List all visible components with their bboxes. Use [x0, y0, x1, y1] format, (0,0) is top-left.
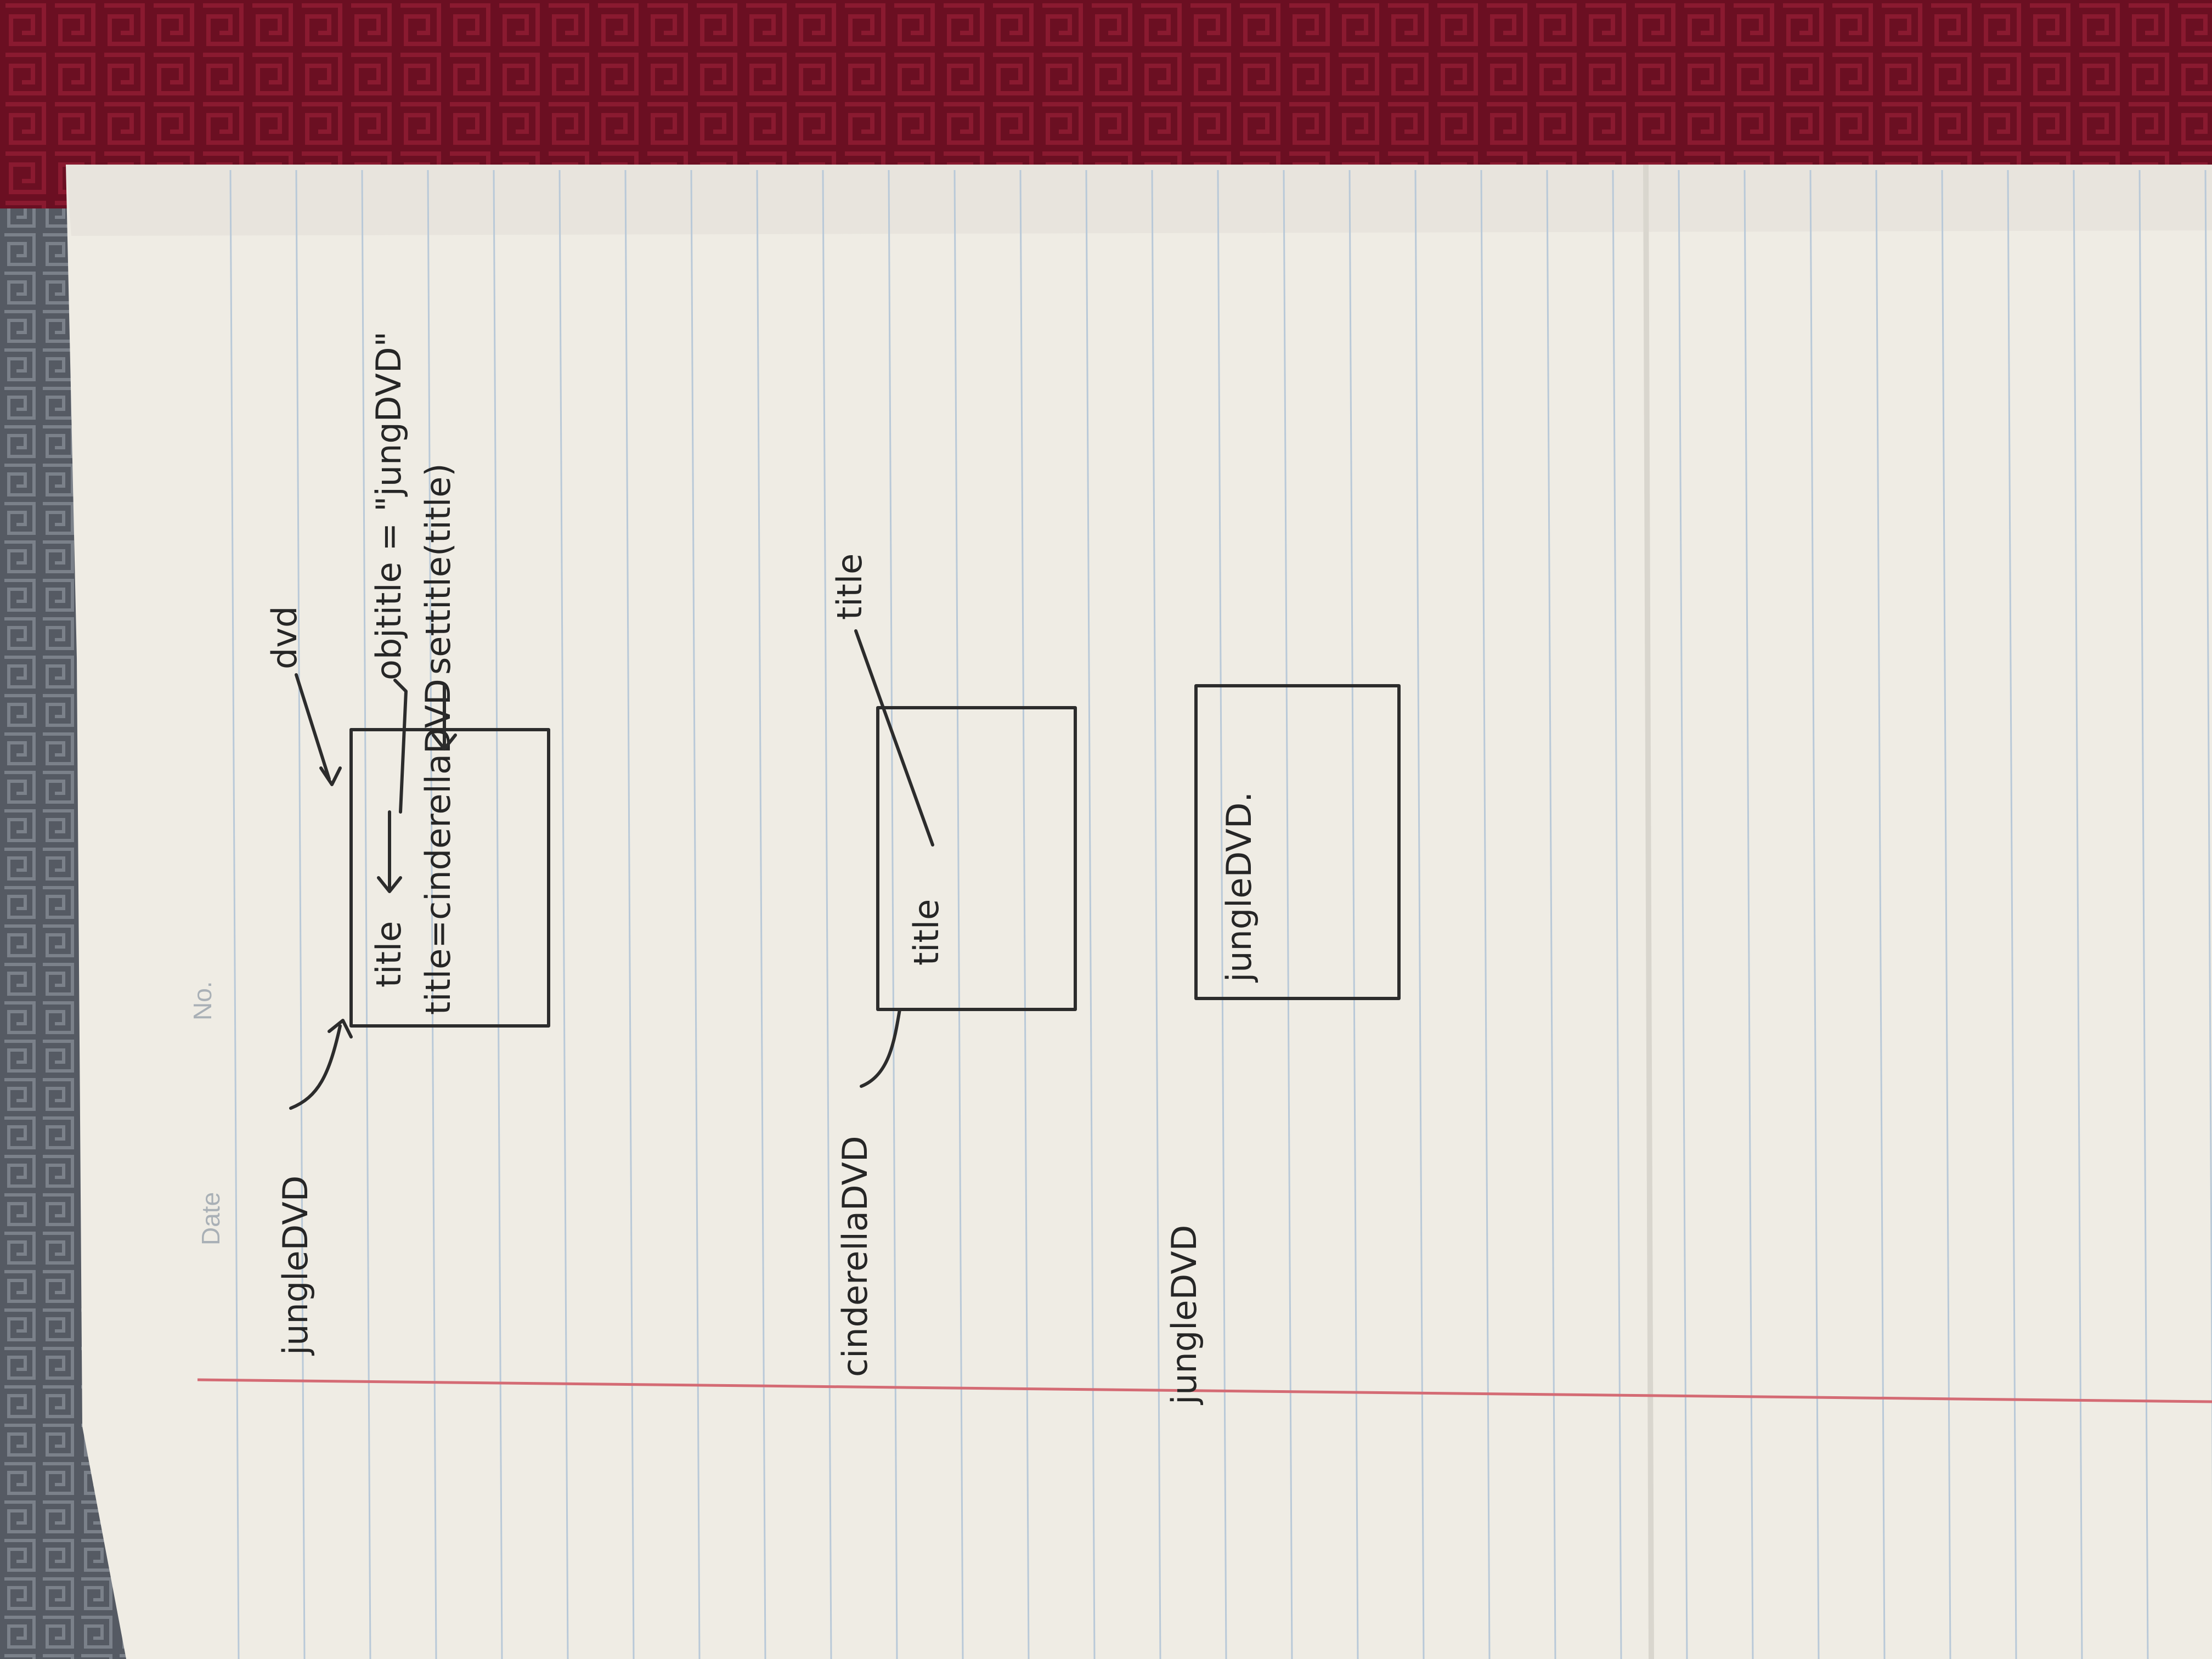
ruled-line	[1678, 170, 1688, 1659]
ruled-lines	[229, 170, 2212, 1659]
no-label: No.	[188, 981, 217, 1020]
ruled-line	[1348, 170, 1359, 1659]
ruled-line	[1085, 170, 1096, 1659]
diagram-2: cinderellaDVD title title	[830, 554, 1077, 1377]
pointer-arrow	[289, 1019, 353, 1110]
ruled-line	[756, 170, 766, 1659]
pointer-arrow	[860, 1008, 901, 1088]
ruled-line	[229, 170, 240, 1659]
ruled-line	[1612, 170, 1622, 1659]
field-value: title=cinderellaDVD	[418, 679, 458, 1015]
setter-arrow	[432, 684, 457, 751]
ruled-line	[1283, 170, 1293, 1659]
field-label: title	[906, 899, 946, 966]
date-label: Date	[196, 1192, 225, 1245]
ruled-line	[493, 170, 503, 1659]
ruled-line	[2073, 170, 2083, 1659]
ruled-line	[1743, 170, 1754, 1659]
notebook-page	[66, 164, 2212, 1659]
ruled-line	[2204, 170, 2212, 1510]
field-arrow	[377, 810, 402, 893]
ruled-line	[1546, 170, 1556, 1659]
diagram-3: jungleDVD jungleDVD.	[1164, 684, 1401, 1406]
ruled-line	[1875, 170, 1886, 1659]
object-box	[876, 706, 1077, 1011]
variable-label: cinderellaDVD	[835, 1136, 875, 1377]
method-line-2: settitle(title)	[418, 463, 458, 675]
object-box	[1194, 684, 1401, 1000]
ruled-line	[2007, 170, 2017, 1659]
ruled-line	[888, 170, 898, 1659]
ruled-line	[1941, 170, 1951, 1659]
variable-label: jungleDVD	[1164, 1225, 1204, 1406]
ruled-line	[953, 170, 964, 1659]
pointer-label: title	[830, 554, 870, 620]
ruled-line	[1019, 170, 1030, 1659]
ruled-line	[361, 170, 371, 1659]
ruled-line	[1151, 170, 1161, 1659]
ruled-line	[624, 170, 635, 1659]
ruled-line	[1217, 170, 1227, 1659]
method-connector	[393, 679, 408, 814]
margin-line	[197, 1378, 2212, 1403]
ruled-line	[1414, 170, 1425, 1659]
field-label: title	[369, 921, 409, 988]
ruled-line	[558, 170, 569, 1659]
ruled-line	[1809, 170, 1820, 1659]
ruled-line	[295, 170, 306, 1659]
ruled-line	[2138, 170, 2149, 1659]
method-line-1: objtitle = "jungDVD"	[369, 331, 409, 680]
ruled-line	[822, 170, 832, 1659]
variable-label: jungleDVD	[275, 1176, 315, 1356]
object-pointer-arrow	[295, 673, 342, 786]
diagram-1: jungleDVD dvd title title=cinderellaDVD …	[264, 331, 550, 1356]
object-label: dvd	[264, 606, 304, 669]
ruled-line	[427, 170, 437, 1659]
field-value: jungleDVD.	[1219, 792, 1259, 983]
ruled-line	[690, 170, 701, 1659]
pointer-line	[854, 629, 934, 847]
ruled-line	[1480, 170, 1491, 1659]
